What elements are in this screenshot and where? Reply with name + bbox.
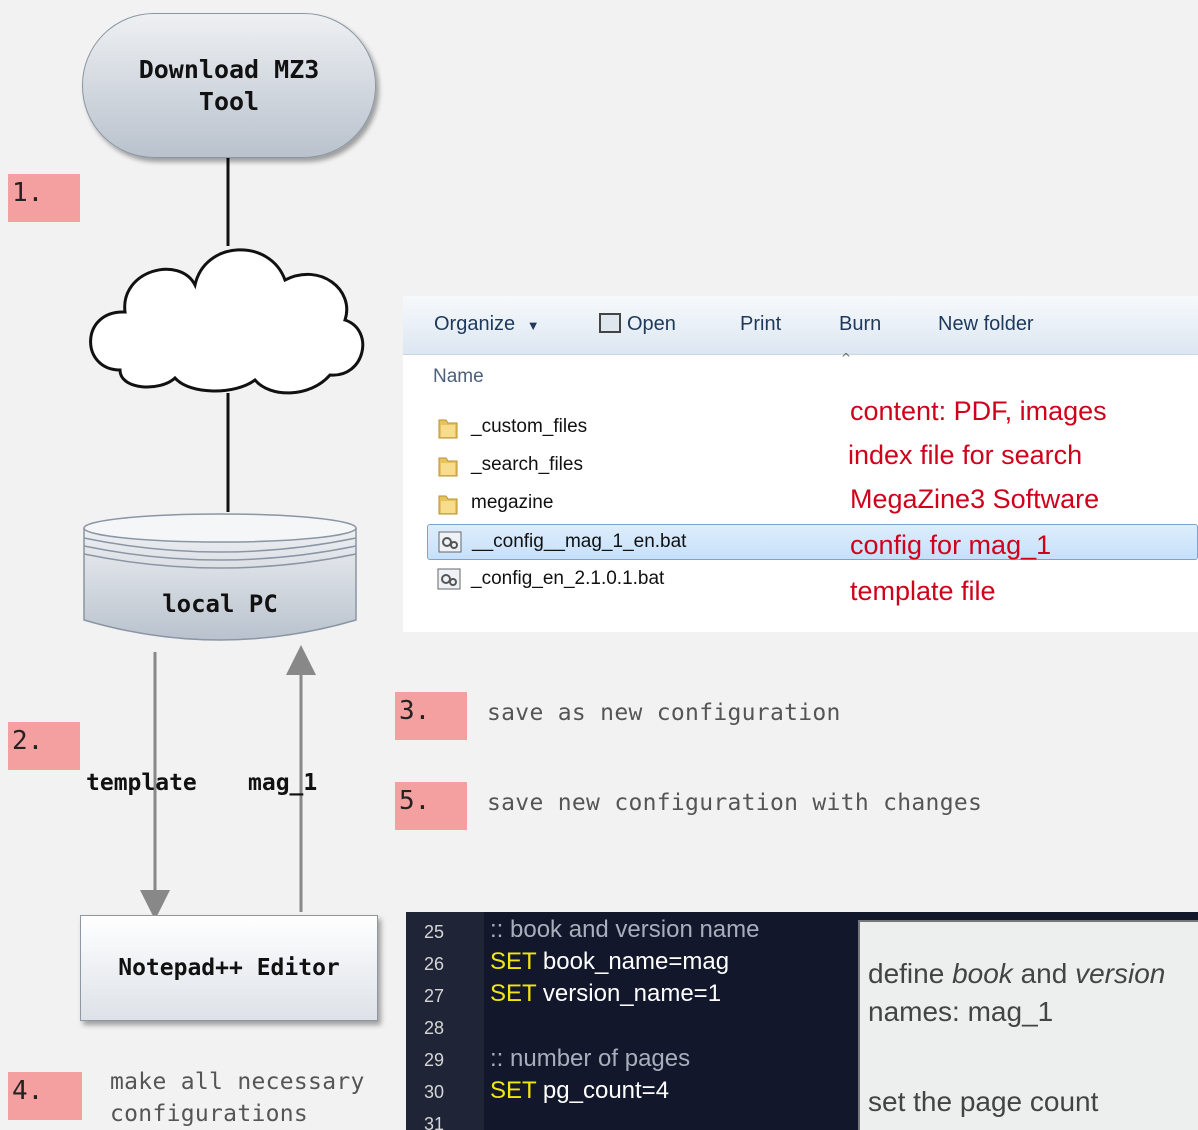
new-folder-button[interactable]: New folder (938, 313, 1034, 335)
code-text: book_name=mag (542, 948, 730, 975)
code-line: SET book_name=mag (490, 948, 729, 976)
code-editor: 25 26 27 28 29 30 31 :: book and version… (406, 912, 1198, 1130)
annotation-megazine: MegaZine3 Software (850, 484, 1100, 514)
line-number: 31 (424, 1114, 445, 1130)
cloud-icon (89, 248, 365, 395)
annotation-config-mag: config for mag_1 (850, 530, 1052, 560)
annotation-search-files: index file for search (848, 440, 1083, 470)
step-3-badge: 3. (395, 692, 467, 740)
folder-icon (437, 416, 459, 440)
file-row-megazine[interactable]: megazine (427, 486, 1198, 522)
line-number: 26 (424, 954, 445, 974)
local-pc-disk (83, 513, 357, 641)
editor-node: Notepad++ Editor (80, 915, 378, 1021)
line-number: 29 (424, 1050, 445, 1070)
line-number: 27 (424, 986, 445, 1006)
step-4-badge: 4. (8, 1072, 82, 1120)
open-icon (599, 313, 621, 333)
folder-icon (437, 492, 459, 516)
file-name: _search_files (471, 454, 583, 475)
code-keyword: SET (490, 980, 537, 1007)
file-explorer: Organize ▼ Open Print Burn New folder ^ … (403, 296, 1198, 632)
open-label: Open (627, 313, 676, 335)
dropdown-arrow-icon: ▼ (526, 318, 540, 333)
step-1-badge: 1. (8, 174, 80, 222)
code-keyword: SET (490, 1077, 537, 1104)
code-line: SET version_name=1 (490, 980, 721, 1008)
annotation-template: template file (850, 576, 996, 606)
column-name-header[interactable]: Name (433, 366, 484, 387)
sort-caret-icon: ^ (841, 351, 852, 365)
line-number: 25 (424, 922, 445, 942)
template-label: template (86, 770, 197, 796)
code-keyword: SET (490, 948, 537, 975)
note-define: define book and version (868, 958, 1165, 990)
open-button[interactable]: Open (599, 313, 676, 336)
file-row-config-template[interactable]: _config_en_2.1.0.1.bat (427, 562, 1198, 598)
file-name: megazine (471, 492, 554, 513)
file-name: __config__mag_1_en.bat (472, 531, 687, 552)
step-5-badge: 5. (395, 782, 467, 830)
code-note: define book and version names: mag_1 set… (858, 920, 1198, 1130)
note-page-count: set the page count (868, 1086, 1099, 1117)
editor-label: Notepad++ Editor (118, 955, 340, 981)
file-row-custom-files[interactable]: _custom_files (427, 410, 1198, 446)
code-comment: :: book and version name (490, 916, 760, 943)
code-line: SET pg_count=4 (490, 1077, 669, 1105)
step-5-text: save new configuration with changes (487, 790, 983, 816)
download-label: Download MZ3 Tool (138, 54, 320, 116)
note-names: names: mag_1 (868, 996, 1054, 1027)
organize-button[interactable]: Organize ▼ (434, 313, 540, 336)
file-name: _custom_files (471, 416, 588, 437)
file-name: _config_en_2.1.0.1.bat (471, 568, 665, 589)
note-book: book (952, 958, 1013, 989)
batch-file-icon (437, 568, 461, 592)
organize-label: Organize (434, 313, 516, 335)
step-4-text: make all necessary configurations (110, 1069, 365, 1127)
line-number: 28 (424, 1018, 445, 1038)
code-text: pg_count=4 (542, 1077, 670, 1104)
batch-file-icon (438, 531, 462, 555)
mag-label: mag_1 (248, 770, 318, 796)
line-number-gutter (406, 912, 484, 1130)
annotation-custom-files: content: PDF, images (850, 396, 1107, 426)
code-comment: :: number of pages (490, 1045, 691, 1072)
explorer-toolbar: Organize ▼ Open Print Burn New folder (403, 296, 1198, 355)
note-prefix: define (868, 958, 953, 989)
line-number: 30 (424, 1082, 445, 1102)
step-2-badge: 2. (8, 722, 80, 770)
note-version: version (1075, 958, 1166, 989)
file-row-config-mag[interactable]: __config__mag_1_en.bat (427, 524, 1198, 560)
note-and: and (1012, 958, 1076, 989)
burn-button[interactable]: Burn (839, 313, 882, 335)
code-text: version_name=1 (542, 980, 722, 1007)
step-3-text: save as new configuration (487, 700, 841, 726)
local-pc-label: local PC (162, 590, 278, 618)
folder-icon (437, 454, 459, 478)
file-row-search-files[interactable]: _search_files (427, 448, 1198, 484)
print-button[interactable]: Print (740, 313, 782, 335)
download-node: Download MZ3 Tool (82, 13, 376, 158)
